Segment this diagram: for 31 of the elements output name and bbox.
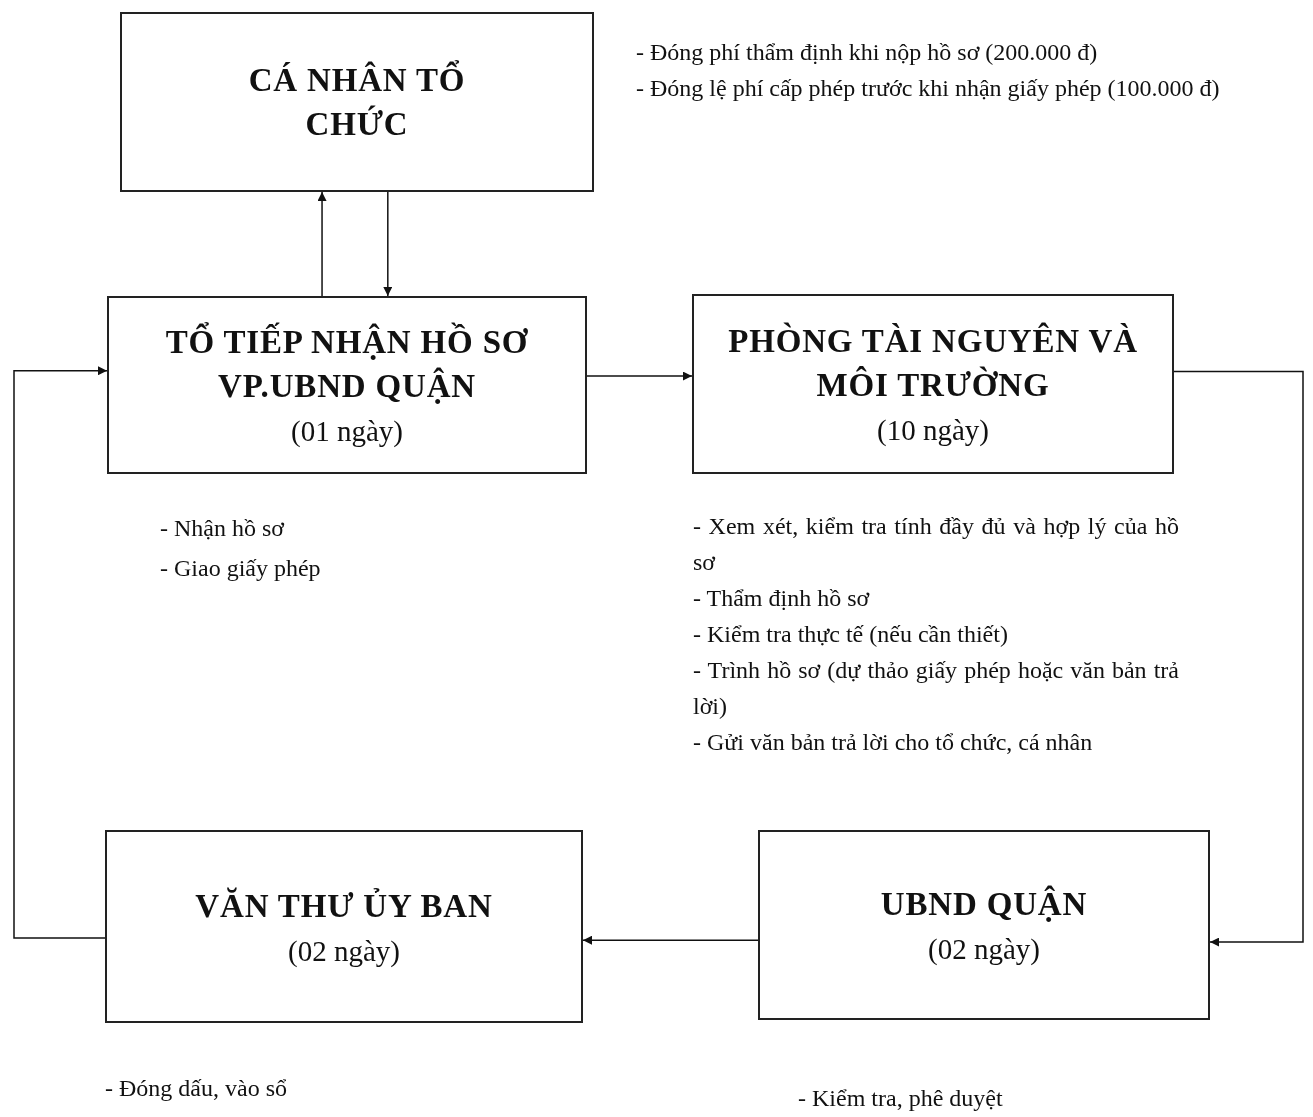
note-text: - Kiểm tra, phê duyệt: [798, 1084, 1004, 1113]
box-title: VĂN THƯ ỦY BAN: [194, 886, 494, 926]
process-box: [105, 830, 583, 1023]
box-title: UBND QUẬN: [879, 884, 1089, 924]
arrow: [383, 191, 393, 297]
process-box: [692, 294, 1174, 474]
note-text: - Đóng lệ phí cấp phép trước khi nhận giấy phép (100.000 đ): [636, 74, 1221, 103]
note-text: - Xem xét, kiểm tra tính đầy đủ và hợp lý của hồ sơ: [693, 512, 1179, 577]
arrow: [317, 191, 327, 297]
process-box: [107, 296, 587, 474]
arrow: [1173, 370, 1304, 947]
duration-text: (02 ngày): [928, 932, 1040, 967]
arrow: [582, 935, 759, 945]
note-text: - Đóng dấu, vào sổ: [105, 1074, 288, 1103]
duration-text: (01 ngày): [291, 414, 403, 449]
arrow: [13, 366, 108, 939]
note-text: - Thẩm định hồ sơ: [693, 584, 871, 613]
duration-text: (02 ngày): [288, 933, 400, 969]
note-text: - Gửi văn bản trả lời cho tổ chức, cá nhân: [693, 728, 1094, 757]
process-box: [758, 830, 1210, 1020]
box-title: TỔ TIẾP NHẬN HỒ SƠ VP.UBND QUẬN: [164, 321, 530, 406]
note-text: - Trình hồ sơ (dự thảo giấy phép hoặc văn bản trả lời): [693, 656, 1179, 721]
note-text: - Nhận hồ sơ: [160, 514, 285, 543]
box-title: PHÒNG TÀI NGUYÊN VÀ MÔI TRƯỜNG: [727, 321, 1139, 405]
box-title: CÁ NHÂN TỔ CHỨC: [247, 59, 467, 144]
note-text: - Kiểm tra thực tế (nếu cần thiết): [693, 620, 1009, 649]
duration-text: (10 ngày): [877, 413, 989, 448]
process-box: [120, 12, 594, 192]
note-text: - Giao giấy phép: [160, 554, 322, 583]
note-text: - Đóng phí thẩm định khi nộp hồ sơ (200.000 đ): [636, 38, 1099, 67]
arrow: [586, 371, 693, 381]
